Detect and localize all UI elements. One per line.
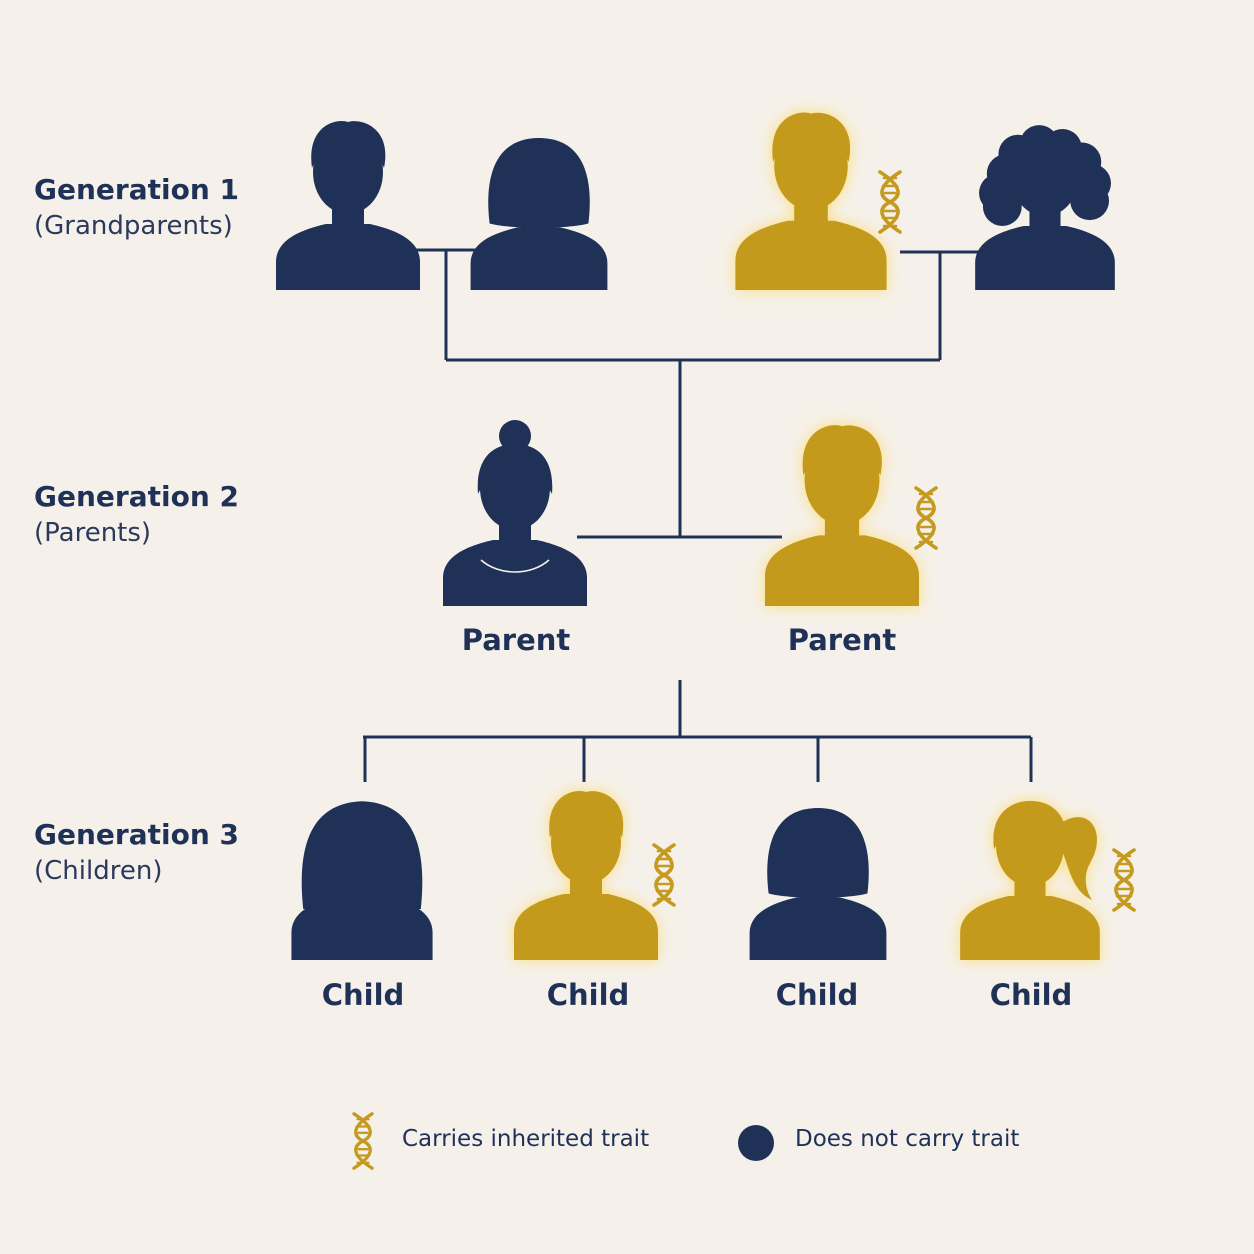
generation-2-label: Generation 2 (Parents): [34, 479, 239, 551]
legend-carrier-text: Carries inherited trait: [402, 1126, 650, 1152]
child-label-3: Child: [775, 978, 859, 1012]
person-c3: [749, 808, 887, 960]
generation-3-title: Generation 3: [34, 818, 239, 851]
generation-3-subtitle: (Children): [34, 856, 163, 886]
child-label-4: Child: [989, 978, 1073, 1012]
legend-noncarrier-text: Does not carry trait: [795, 1126, 1020, 1152]
parent-label-2: Parent: [787, 623, 897, 657]
dna-icon: [352, 1112, 374, 1170]
generation-3-label: Generation 3 (Children): [34, 817, 239, 889]
person-gp3-carrier: [735, 112, 887, 290]
dna-icon: [914, 486, 938, 550]
generation-2-subtitle: (Parents): [34, 518, 152, 548]
person-p2-carrier: [764, 425, 920, 606]
dna-icon: [652, 843, 676, 907]
generation-1-label: Generation 1 (Grandparents): [34, 172, 239, 244]
person-gp1: [276, 120, 420, 290]
generation-1-subtitle: (Grandparents): [34, 211, 233, 241]
person-gp4: [975, 125, 1115, 290]
child-label-1: Child: [321, 978, 405, 1012]
parent-label-1: Parent: [461, 623, 571, 657]
generation-1-title: Generation 1: [34, 173, 239, 206]
child-label-2: Child: [546, 978, 630, 1012]
people-layer: [276, 112, 1136, 960]
navy-circle-icon: [738, 1125, 774, 1161]
person-c1: [291, 801, 433, 960]
person-c2-carrier: [514, 790, 658, 960]
person-gp2: [470, 138, 608, 290]
person-p1: [443, 420, 587, 606]
person-c4-carrier: [960, 800, 1100, 960]
dna-icon: [1112, 848, 1136, 912]
generation-2-title: Generation 2: [34, 480, 239, 513]
dna-icon: [878, 170, 902, 234]
